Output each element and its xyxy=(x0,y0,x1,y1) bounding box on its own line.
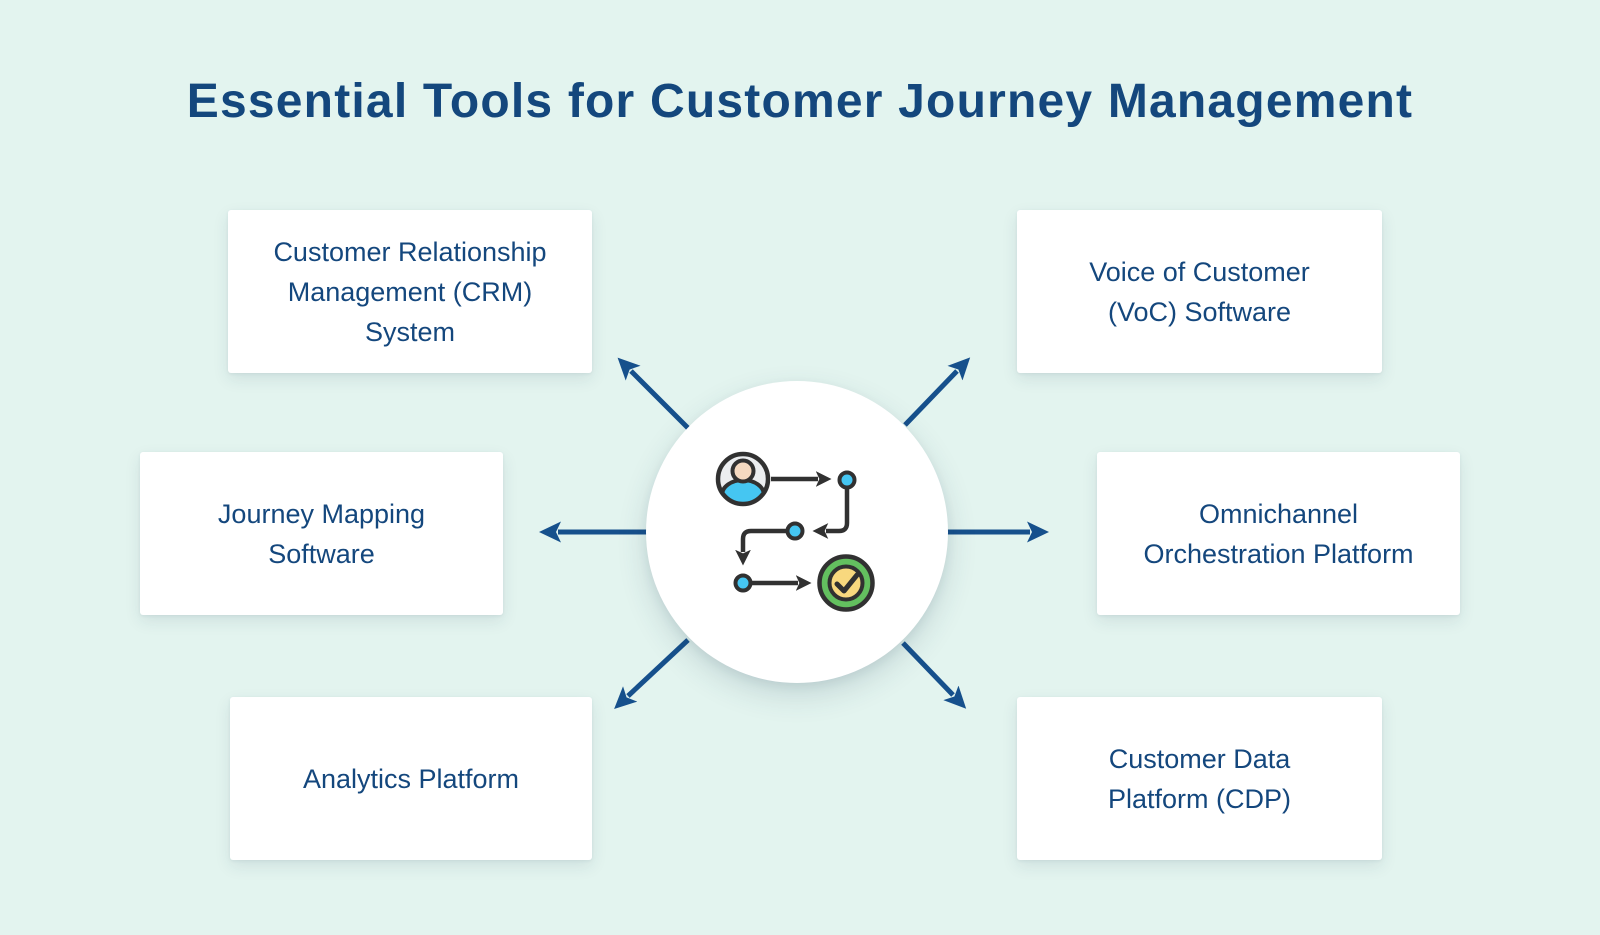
journey-path xyxy=(735,471,850,591)
waypoint-dot-1 xyxy=(837,470,857,490)
checkmark-icon xyxy=(817,554,875,612)
box-omnichannel-platform: Omnichannel Orchestration Platform xyxy=(1097,452,1460,615)
diagram-title: Essential Tools for Customer Journey Man… xyxy=(186,75,1414,128)
box-crm-system: Customer Relationship Management (CRM) S… xyxy=(228,210,592,373)
center-circle xyxy=(646,381,948,683)
arrow-to-cdp xyxy=(901,641,967,709)
box-voc-software: Voice of Customer (VoC) Software xyxy=(1017,210,1382,373)
box-journey-mapping-label: Journey Mapping Software xyxy=(217,498,426,569)
box-analytics-platform-label: Analytics Platform xyxy=(302,763,520,794)
box-crm-system-label: Customer Relationship Management (CRM) S… xyxy=(273,236,547,347)
box-omnichannel-platform-label: Omnichannel Orchestration Platform xyxy=(1143,498,1414,569)
customer-journey-icon xyxy=(715,451,875,612)
arrow-to-crm xyxy=(617,357,690,430)
waypoint-dot-3 xyxy=(733,573,753,593)
user-avatar-icon xyxy=(715,451,771,507)
arrow-to-analytics xyxy=(614,638,690,709)
waypoint-dot-2 xyxy=(785,521,805,541)
box-voc-software-label: Voice of Customer (VoC) Software xyxy=(1089,256,1310,327)
box-cdp-label: Customer Data Platform (CDP) xyxy=(1107,743,1291,814)
arrow-to-voc xyxy=(903,357,971,427)
box-analytics-platform: Analytics Platform xyxy=(230,697,592,860)
box-cdp: Customer Data Platform (CDP) xyxy=(1017,697,1382,860)
box-journey-mapping: Journey Mapping Software xyxy=(140,452,503,615)
